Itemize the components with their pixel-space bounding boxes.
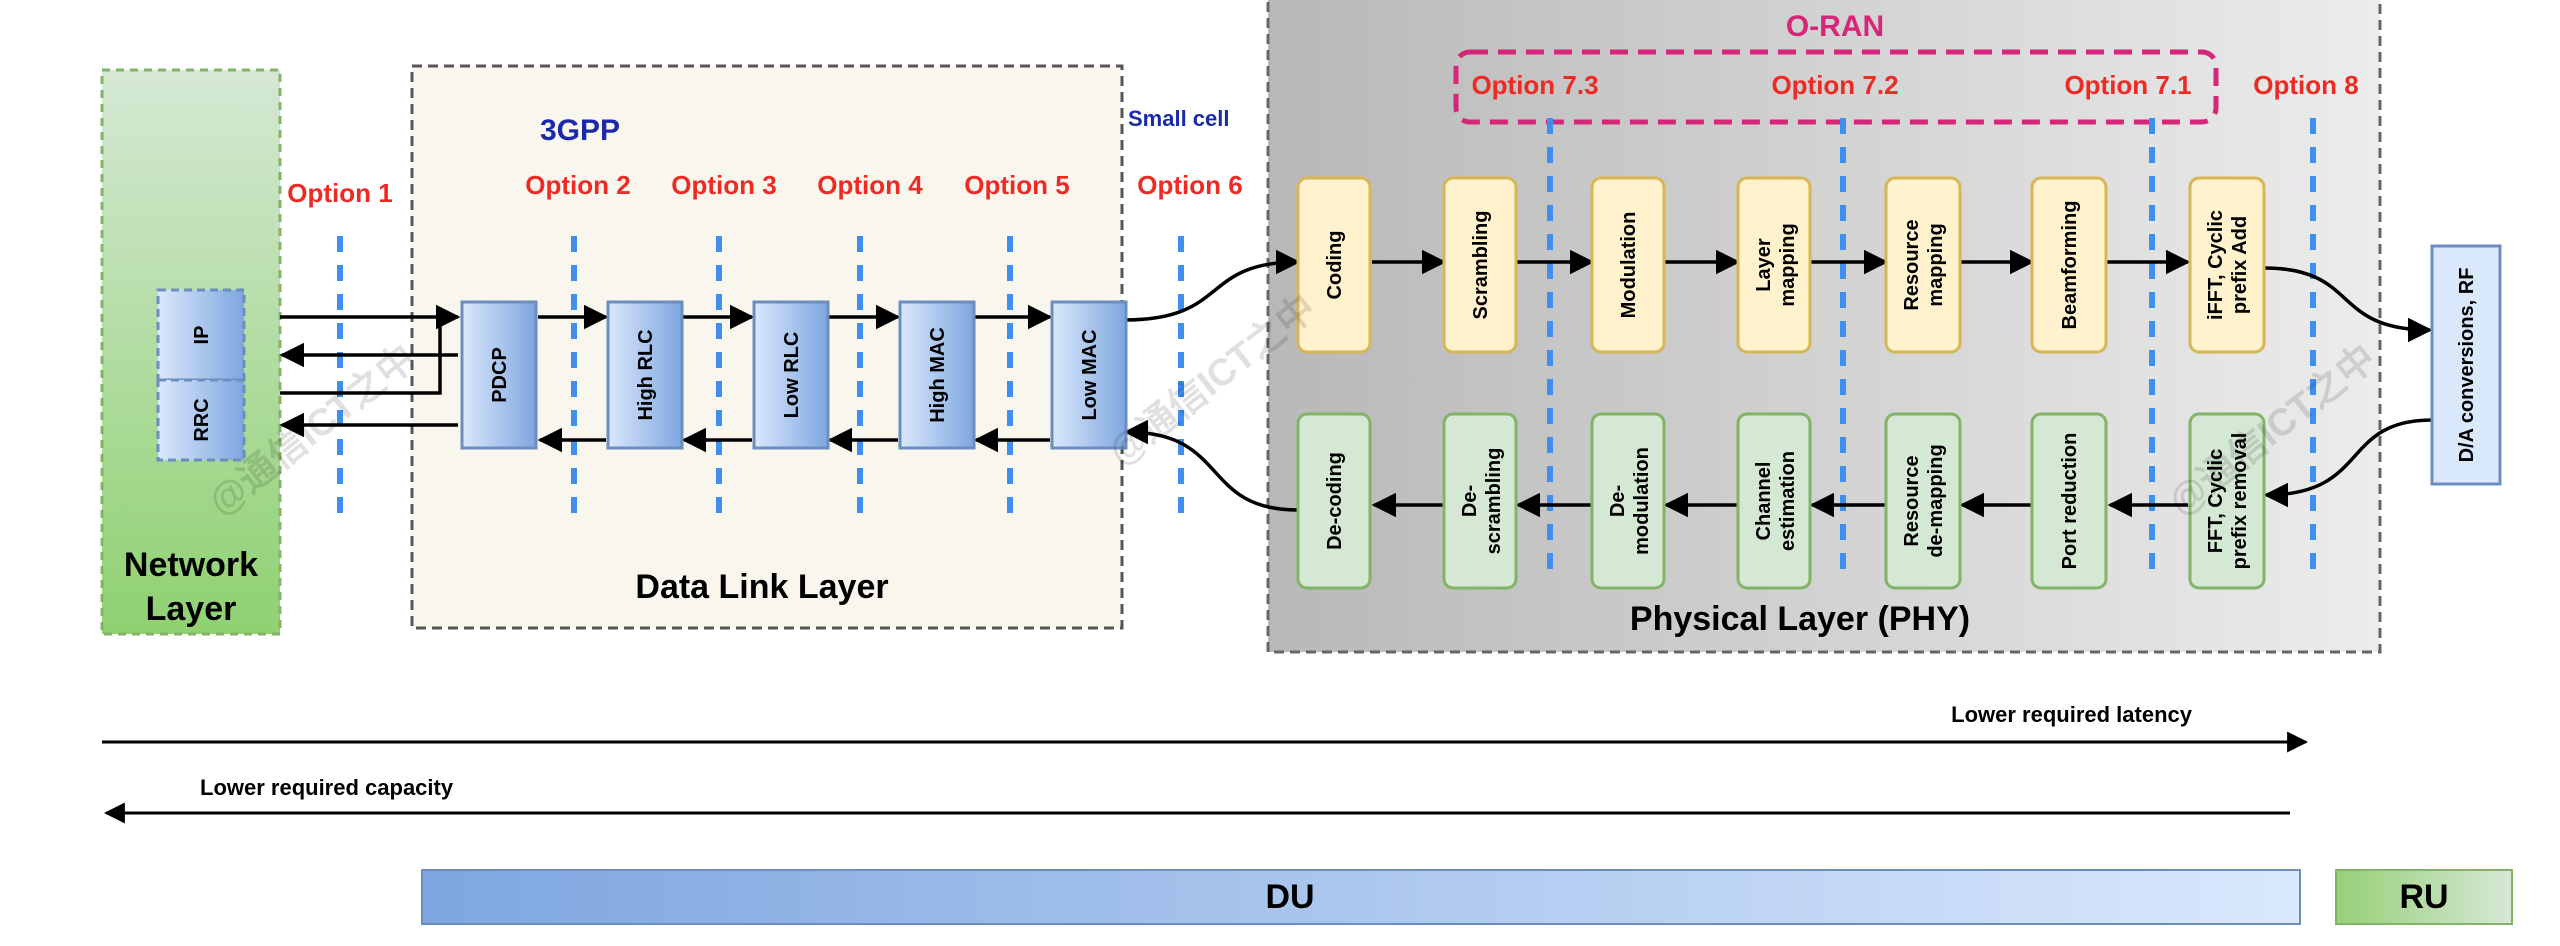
da-rf-block [2430,244,2502,486]
layer-mapping-label-1: Layer [1753,238,1775,292]
resource-mapping-block [1884,176,1962,354]
fft-label-2: prefix removal [2229,433,2251,570]
demodulation-label-2: modulation [1631,447,1653,555]
du-label: DU [1265,878,1314,916]
ru-label: RU [2399,878,2448,916]
demodulation-label-1: De- [1607,485,1629,517]
decoding-label: De-coding [1324,452,1346,550]
ip-block [156,288,246,382]
network-layer-label-2: Layer [146,590,237,628]
descrambling-label-2: scrambling [1483,448,1505,555]
port-reduction-block [2030,412,2108,590]
small-cell-label: Small cell [1128,106,1230,131]
resource-demapping-label-2: de-mapping [1925,444,1947,557]
option-2-label: Option 2 [525,170,630,200]
option-8-label: Option 8 [2253,70,2358,100]
decoding-block [1296,412,1372,590]
high-mac-block [898,300,976,450]
option-7-2-label: Option 7.2 [1771,70,1898,100]
ifft-label-1: iFFT, Cyclic [2205,210,2227,320]
option-5-label: Option 5 [964,170,1069,200]
layer-mapping-block [1736,176,1812,354]
low-rlc-label: Low RLC [781,332,803,419]
resource-demapping-label-1: Resource [1901,455,1923,546]
high-rlc-block [606,300,684,450]
pdcp-block [460,300,538,450]
ip-label: IP [191,326,213,345]
low-rlc-block [752,300,830,450]
rrc-block [156,378,246,462]
beamforming-block [2030,176,2108,354]
option-7-1-label: Option 7.1 [2064,70,2191,100]
split-lines [337,118,2316,578]
channel-estimation-label-2: estimation [1777,451,1799,551]
resource-mapping-label-2: mapping [1925,223,1947,306]
data-link-layer-label: Data Link Layer [635,568,888,606]
ifft-label-2: prefix Add [2229,216,2251,314]
descrambling-label-1: De- [1459,485,1481,517]
option-4-label: Option 4 [817,170,923,200]
fft-label-1: FFT, Cyclic [2205,449,2227,553]
option-3-label: Option 3 [671,170,776,200]
option-6-label: Option 6 [1137,170,1242,200]
resource-mapping-label-1: Resource [1901,219,1923,310]
da-rf-label: D/A conversions, RF [2456,268,2478,463]
option-1-label: Option 1 [287,178,392,208]
high-mac-label: High MAC [927,327,949,423]
fft-block [2188,412,2266,590]
demodulation-block [1590,412,1666,590]
latency-label: Lower required latency [1951,702,2193,727]
ifft-block [2188,176,2266,354]
channel-estimation-block [1736,412,1812,590]
network-layer-label-1: Network [124,546,258,584]
coding-block [1296,176,1372,354]
high-rlc-label: High RLC [635,329,657,420]
ru-bar [2335,869,2513,925]
option-7-3-label: Option 7.3 [1471,70,1598,100]
phy-layer-label: Physical Layer (PHY) [1630,600,1970,638]
channel-estimation-label-1: Channel [1753,462,1775,541]
low-mac-label: Low MAC [1079,329,1101,420]
oran-group-box [1453,49,2219,125]
rrc-label: RRC [191,398,213,441]
port-reduction-label: Port reduction [2059,433,2081,570]
gpp-label: 3GPP [540,114,620,147]
du-bar [421,869,2301,925]
scrambling-label: Scrambling [1470,211,1492,320]
capacity-label: Lower required capacity [200,775,454,800]
oran-title: O-RAN [1786,10,1884,43]
flow-arrows [279,249,2433,518]
pdcp-label: PDCP [489,347,511,403]
layer-mapping-label-2: mapping [1777,223,1799,306]
modulation-block [1590,176,1666,354]
coding-label: Coding [1324,231,1346,300]
modulation-label: Modulation [1618,212,1640,319]
beamforming-label: Beamforming [2059,201,2081,330]
low-mac-block [1050,300,1128,450]
descrambling-block [1442,412,1518,590]
scrambling-block [1442,176,1518,354]
resource-demapping-block [1884,412,1962,590]
